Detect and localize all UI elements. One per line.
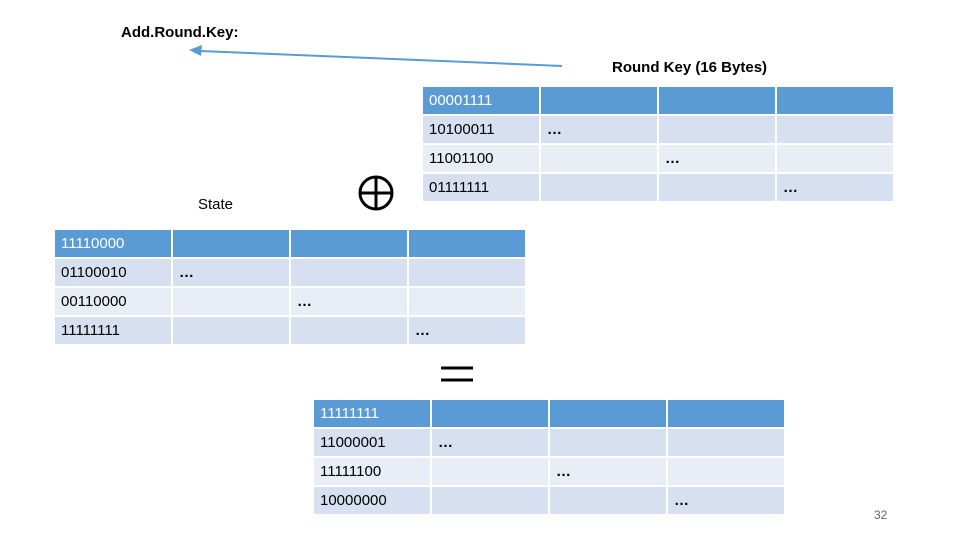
round-key-cell (541, 174, 657, 201)
round-key-cell: 00001111 (423, 87, 539, 114)
result-cell (668, 429, 784, 456)
round-key-cell (777, 145, 893, 172)
state-cell (409, 230, 525, 257)
result-cell: … (668, 487, 784, 514)
result-cell (668, 400, 784, 427)
circled-plus-icon (358, 175, 394, 211)
result-cell: 10000000 (314, 487, 430, 514)
result-cell (550, 400, 666, 427)
result-cell (550, 487, 666, 514)
round-key-cell: … (541, 116, 657, 143)
state-cell (291, 230, 407, 257)
state-cell: … (291, 288, 407, 315)
page-number: 32 (874, 508, 888, 522)
state-cell (409, 259, 525, 286)
result-cell: 11111111 (314, 400, 430, 427)
round-key-cell: 01111111 (423, 174, 539, 201)
state-cell: 11111111 (55, 317, 171, 344)
state-cell (409, 288, 525, 315)
state-grid: 11110000 01100010 … 00110000 … 11111111 … (55, 230, 525, 344)
state-cell (291, 259, 407, 286)
state-cell: 11110000 (55, 230, 171, 257)
state-cell (173, 288, 289, 315)
result-cell (668, 458, 784, 485)
result-grid: 11111111 11000001 … 11111100 … 10000000 … (314, 400, 784, 514)
result-cell (432, 458, 548, 485)
round-key-cell: 10100011 (423, 116, 539, 143)
state-cell (173, 317, 289, 344)
round-key-cell (541, 87, 657, 114)
result-cell: … (432, 429, 548, 456)
result-cell: 11111100 (314, 458, 430, 485)
state-cell: 00110000 (55, 288, 171, 315)
state-label: State (198, 196, 234, 213)
round-key-cell: … (777, 174, 893, 201)
round-key-label: Round Key (16 Bytes) (612, 59, 768, 76)
result-cell (550, 429, 666, 456)
state-cell: … (173, 259, 289, 286)
state-cell (291, 317, 407, 344)
round-key-cell (777, 116, 893, 143)
slide-title: Add.Round.Key: (121, 24, 239, 41)
state-cell: … (409, 317, 525, 344)
result-cell: … (550, 458, 666, 485)
round-key-cell (659, 174, 775, 201)
round-key-cell: … (659, 145, 775, 172)
result-cell: 11000001 (314, 429, 430, 456)
round-key-grid: 00001111 10100011 … 11001100 … 01111111 … (423, 87, 893, 201)
round-key-cell (777, 87, 893, 114)
round-key-cell: 11001100 (423, 145, 539, 172)
round-key-cell (541, 145, 657, 172)
round-key-cell (659, 116, 775, 143)
equals-icon (441, 366, 473, 382)
state-cell: 01100010 (55, 259, 171, 286)
result-cell (432, 400, 548, 427)
state-cell (173, 230, 289, 257)
round-key-cell (659, 87, 775, 114)
result-cell (432, 487, 548, 514)
